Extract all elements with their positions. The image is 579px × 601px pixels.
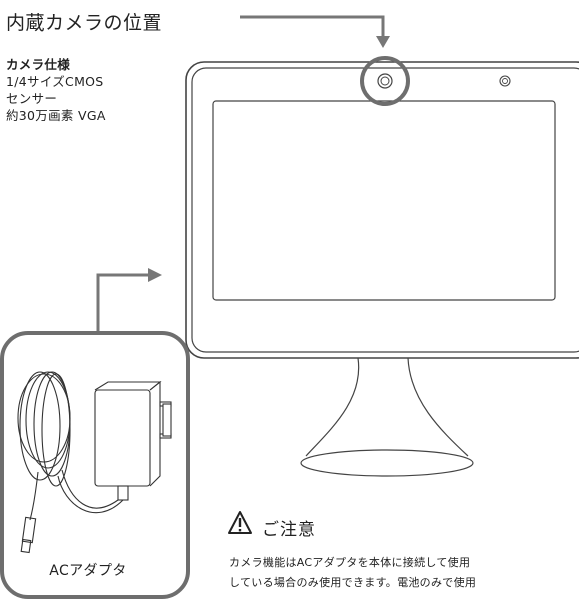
caution-title: ご注意 <box>262 520 316 540</box>
camera-highlight-ring <box>360 56 410 106</box>
caution-text: カメラ機能はACアダプタを本体に接続して使用 している場合のみ使用できます。電池… <box>229 553 476 593</box>
camera-spec-line: センサー <box>6 91 58 106</box>
caution-line: している場合のみ使用できます。電池のみで使用 <box>229 576 477 589</box>
title-arrow <box>240 15 390 48</box>
camera-spec-line: 1/4サイズCMOS <box>6 74 104 89</box>
page-title: 内蔵カメラの位置 <box>6 12 163 34</box>
display-frame <box>185 61 579 359</box>
adapter-box <box>0 331 190 599</box>
display-stand <box>300 357 474 477</box>
camera-spec: カメラ仕様 1/4サイズCMOS センサー 約30万画素 VGA <box>6 56 106 124</box>
camera-lens-icon <box>377 73 393 89</box>
caution-line: カメラ機能はACアダプタを本体に接続して使用 <box>229 556 471 569</box>
adapter-arrow <box>96 268 162 335</box>
display-screen <box>212 100 556 301</box>
adapter-label: ACアダプタ <box>49 563 127 579</box>
camera-spec-heading: カメラ仕様 <box>6 57 71 72</box>
sensor-icon <box>499 75 511 87</box>
warning-icon <box>228 511 252 534</box>
camera-spec-line: 約30万画素 VGA <box>6 108 106 123</box>
ac-adapter-icon <box>17 371 172 554</box>
